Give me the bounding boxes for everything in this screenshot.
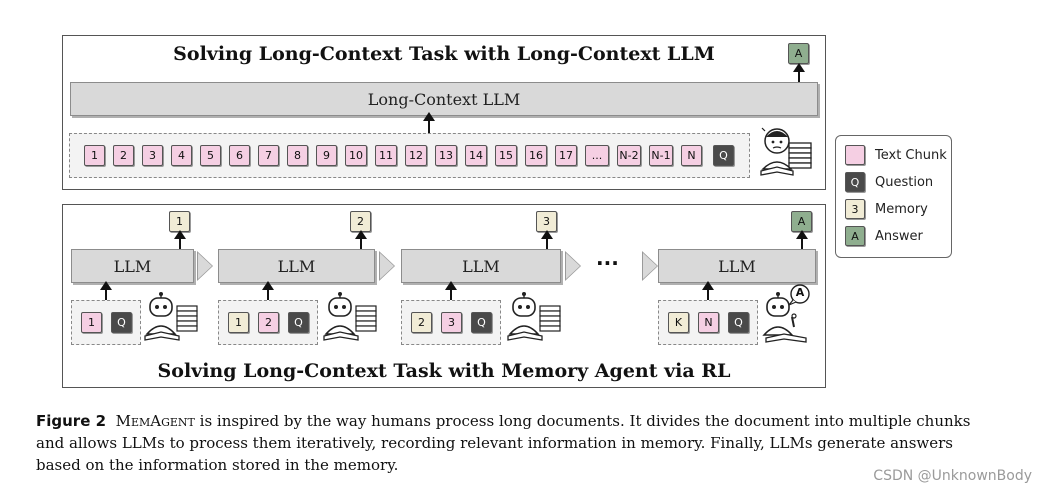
output-arrow — [796, 230, 808, 249]
memory-chip: 1 — [228, 312, 249, 333]
text-chunk: 4 — [171, 145, 192, 166]
output-arrow — [541, 230, 553, 249]
top-llm-arrow — [423, 112, 435, 133]
top-panel-title: Solving Long-Context Task with Long-Cont… — [173, 43, 715, 65]
legend-item: 3 Memory — [845, 199, 928, 219]
memory-chip: 2 — [411, 312, 432, 333]
method-name: MemAgent — [115, 412, 195, 430]
watermark: CSDN @UnknownBody — [873, 468, 1032, 484]
flow-arrow-icon — [643, 253, 657, 279]
text-chunk: 5 — [200, 145, 221, 166]
question-chip: Q — [288, 312, 309, 333]
legend-item: Q Question — [845, 172, 933, 192]
flow-arrow-icon — [380, 253, 394, 279]
bottom-panel — [62, 204, 826, 388]
text-chunk: N-2 — [617, 145, 641, 166]
memory-agent-llm: LLM — [401, 249, 561, 283]
legend-label: Question — [875, 174, 934, 190]
legend-item: Text Chunk — [845, 145, 947, 165]
long-context-llm: Long-Context LLM — [70, 82, 818, 116]
question-chip: Q — [713, 145, 734, 166]
text-chunk: N-1 — [649, 145, 673, 166]
text-chunk: 11 — [375, 145, 397, 166]
text-chunk: 16 — [525, 145, 547, 166]
legend-swatch: A — [845, 226, 865, 246]
robot-answer-icon — [762, 284, 810, 343]
text-chunk: 14 — [465, 145, 487, 166]
robot-reader-icon — [323, 292, 377, 341]
memory-agent-llm: LLM — [71, 249, 194, 283]
figure-label: Figure 2 — [36, 412, 107, 430]
legend-label: Text Chunk — [875, 147, 947, 163]
memory-output-chip: 1 — [169, 211, 190, 232]
speech-bubble-text: A — [795, 286, 805, 299]
input-arrow — [445, 281, 457, 300]
bottom-panel-title: Solving Long-Context Task with Memory Ag… — [157, 360, 731, 382]
question-chip: Q — [111, 312, 132, 333]
text-chunk: 8 — [287, 145, 308, 166]
flow-arrow-icon — [566, 253, 580, 279]
question-chip: Q — [471, 312, 492, 333]
legend-label: Answer — [875, 228, 923, 244]
text-chunk: 1 — [81, 312, 102, 333]
text-chunk: 9 — [316, 145, 337, 166]
text-chunk: 7 — [258, 145, 279, 166]
text-chunk: 12 — [405, 145, 427, 166]
text-chunk: 2 — [113, 145, 134, 166]
text-chunk: 3 — [142, 145, 163, 166]
top-answer-chip: A — [788, 43, 809, 64]
legend-label: Memory — [875, 201, 928, 217]
figure-caption: Figure 2 MemAgent is inspired by the way… — [36, 410, 996, 476]
text-chunk: 17 — [555, 145, 577, 166]
output-arrow — [355, 230, 367, 249]
text-chunk: 2 — [258, 312, 279, 333]
text-chunk: 13 — [435, 145, 457, 166]
legend-swatch — [845, 145, 865, 165]
legend-item: A Answer — [845, 226, 923, 246]
text-chunk: N — [698, 312, 719, 333]
input-arrow — [100, 281, 112, 300]
legend-swatch: Q — [845, 172, 865, 192]
text-chunk: 1 — [84, 145, 105, 166]
memory-agent-llm: LLM — [218, 249, 375, 283]
text-chunk: 10 — [345, 145, 367, 166]
memory-chip: K — [668, 312, 689, 333]
text-chunk: 6 — [229, 145, 250, 166]
legend-swatch: 3 — [845, 199, 865, 219]
answer-output-chip: A — [791, 211, 812, 232]
caption-text: is inspired by the way humans process lo… — [36, 412, 971, 474]
reading-person-icon — [760, 127, 812, 176]
question-chip: Q — [728, 312, 749, 333]
memory-agent-llm: LLM — [658, 249, 816, 283]
top-answer-arrow — [793, 63, 805, 83]
input-arrow — [702, 281, 714, 300]
input-arrow — [262, 281, 274, 300]
steps-ellipsis: ··· — [596, 251, 619, 275]
text-chunk: 3 — [441, 312, 462, 333]
robot-reader-icon — [507, 292, 561, 341]
memory-output-chip: 3 — [536, 211, 557, 232]
text-chunk: N — [681, 145, 702, 166]
memory-output-chip: 2 — [350, 211, 371, 232]
text-chunk: ... — [585, 145, 609, 166]
text-chunk: 15 — [495, 145, 517, 166]
output-arrow — [174, 230, 186, 249]
flow-arrow-icon — [198, 253, 212, 279]
robot-reader-icon — [144, 292, 198, 341]
